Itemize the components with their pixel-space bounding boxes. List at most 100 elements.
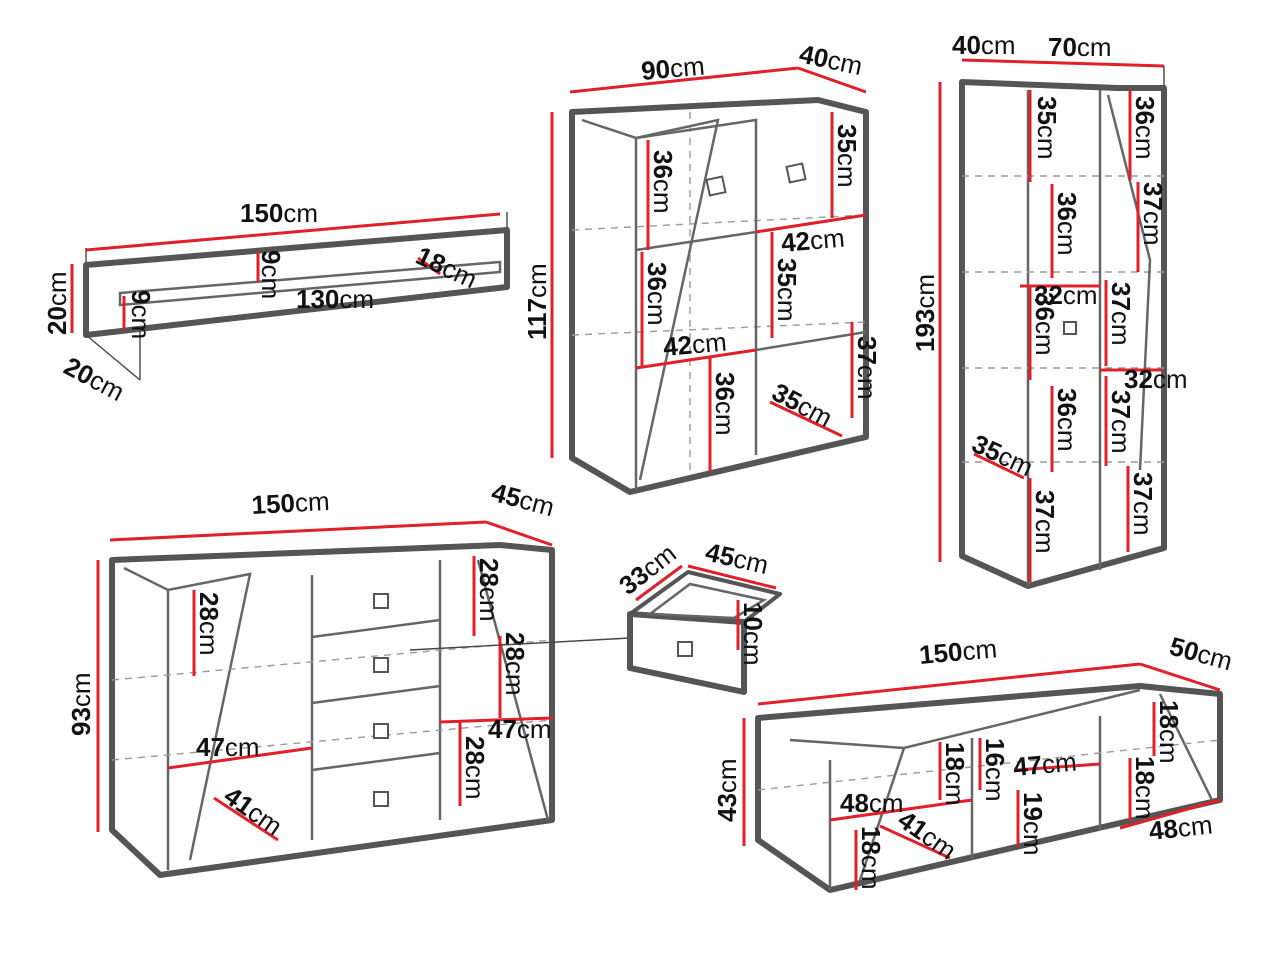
tv-unit-c3-label: 16cm [980, 738, 1010, 802]
sideboard-c5-label: 47cm [488, 714, 552, 744]
highboard-c2-label: 35cm [832, 124, 862, 188]
tv-unit-c6-label: 48cm [840, 788, 904, 818]
shelf-front-frame [83, 227, 510, 338]
sideboard-diagonal-right [476, 559, 550, 821]
sideboard-c7-line [213, 796, 279, 842]
shelf-bay-line [417, 256, 441, 276]
tv-unit-c10-label: 18cm [856, 826, 886, 890]
drawer-leader-line [409, 637, 631, 651]
sideboard: 150cm 45cm 93cm 28cm 28cm 28cm 47cm 47cm… [66, 477, 558, 878]
tv-unit-c4-line [1015, 762, 1101, 772]
highboard-knob-icon [705, 175, 727, 197]
tall-cabinet-depth-label: 40cm [952, 30, 1016, 60]
tall-cabinet-knob-icon [1063, 321, 1077, 335]
sideboard-depth-label: 45cm [488, 477, 557, 522]
sideboard-c4-label: 47cm [196, 732, 260, 762]
sideboard-c5-line [439, 716, 553, 724]
tall-cabinet-c4-label: 37cm [1138, 182, 1168, 246]
sideboard-knob-icon [373, 593, 389, 609]
tall-cabinet-c12-label: 37cm [1030, 490, 1060, 554]
highboard-height-label: 117cm [522, 263, 552, 340]
highboard-diagonal-panel [581, 118, 720, 481]
sideboard-shelf-line [111, 719, 553, 761]
tall-cabinet-c6-label: 37cm [1106, 282, 1136, 346]
highboard-c6-label: 42cm [662, 327, 728, 362]
sideboard-c3-label: 28cm [500, 632, 530, 696]
sideboard-drawer-line [311, 751, 441, 772]
highboard-depth-label: 40cm [797, 39, 865, 82]
drawer-width-line [687, 564, 777, 590]
tall-cabinet-c7-label: 36cm [1052, 388, 1082, 452]
tv-unit-c8-label: 19cm [1018, 792, 1048, 856]
highboard-c7-label: 37cm [852, 336, 882, 400]
shelf-gap-mid-label: 9cm [256, 250, 286, 299]
shelf-depth-line [85, 334, 141, 381]
tv-unit-c7-line [879, 824, 951, 860]
tall-cabinet-c10-label: 37cm [1106, 390, 1136, 454]
highboard-c1-label: 36cm [648, 150, 678, 214]
tall-cabinet-c8-label: 36cm [1130, 96, 1160, 160]
sideboard-depth-line [485, 520, 553, 547]
tv-unit-c9-line [1119, 798, 1221, 830]
sideboard-width-line [109, 520, 487, 542]
tv-unit-diagonal-right [1158, 693, 1214, 801]
sideboard-knob-icon [373, 791, 389, 807]
shelf-depth-label: 20cm [59, 351, 129, 407]
sideboard-knob-icon [373, 723, 389, 739]
tall-cabinet-c3-label: 36cm [1030, 292, 1060, 356]
tall-cabinet-c5-label: 32cm [1034, 280, 1098, 310]
highboard-front-edge [635, 118, 758, 455]
highboard-body [569, 97, 869, 495]
sideboard-height-label: 93cm [66, 672, 96, 736]
tall-cabinet-c1-label: 35cm [1032, 96, 1062, 160]
drawer-height-label: 10cm [738, 602, 768, 666]
wall-shelf: 150cm 20cm 20cm 130cm 9cm 9cm 18cm [42, 198, 510, 407]
drawer-inner [646, 582, 768, 620]
sideboard-knob-icon [373, 657, 389, 673]
tall-cabinet: 40cm 70cm 193cm 35cm 36cm 36cm 37cm 32cm… [910, 30, 1188, 589]
highboard-c4-label: 42cm [780, 223, 846, 258]
drawer-knob-icon [677, 641, 693, 657]
drawer-width-label: 45cm [703, 537, 772, 581]
sideboard-drawer-line [311, 618, 441, 639]
tv-unit-width-label: 150cm [918, 633, 998, 670]
sideboard-c2-label: 28cm [474, 558, 504, 622]
tv-unit-c6-line [829, 798, 973, 822]
tv-unit-width-line [757, 662, 1141, 706]
highboard-c8-label: 36cm [710, 372, 740, 436]
sideboard-c4-line [167, 746, 313, 770]
highboard-shelf-line [571, 321, 867, 336]
highboard-knob-icon [785, 162, 807, 184]
tall-cabinet-c2-label: 36cm [1052, 192, 1082, 256]
shelf-gap-left-label: 9cm [126, 290, 156, 339]
shelf-inner-width-label: 130cm [296, 284, 374, 314]
shelf-width-line [85, 212, 501, 252]
tv-unit-c9-label: 48cm [1147, 809, 1213, 845]
tall-cabinet-c9-label: 32cm [1124, 364, 1188, 394]
highboard-depth-line [797, 66, 867, 94]
shelf-height-label: 20cm [42, 271, 72, 335]
highboard: 90cm 40cm 117cm 36cm 35cm 36cm 42cm 35cm… [522, 39, 882, 495]
highboard-shelf-line [571, 214, 867, 231]
shelf-inner-board [118, 260, 502, 307]
highboard-width-line [569, 66, 799, 94]
sideboard-width-label: 150cm [251, 486, 331, 520]
sideboard-c6-label: 28cm [460, 736, 490, 800]
tv-unit-c1-label: 18cm [940, 742, 970, 806]
highboard-c6-line [635, 348, 757, 370]
sideboard-c1-label: 28cm [194, 592, 224, 656]
highboard-c3-label: 36cm [642, 262, 672, 326]
tv-unit-height-label: 43cm [712, 758, 742, 822]
tv-unit-depth-label: 50cm [1166, 631, 1235, 676]
tall-cabinet-width-label: 70cm [1048, 32, 1112, 62]
highboard-c9-line [769, 400, 843, 438]
highboard-width-label: 90cm [640, 51, 706, 86]
tv-unit-c2-label: 18cm [1154, 700, 1184, 764]
sideboard-drawer-line [311, 684, 441, 705]
tv-unit: 150cm 50cm 43cm 18cm 18cm 16cm 47cm 18cm… [712, 631, 1236, 893]
tall-cabinet-c11-line [973, 452, 1025, 480]
sideboard-diagonal-panel [123, 566, 252, 861]
drawer-depth-line [635, 564, 683, 602]
